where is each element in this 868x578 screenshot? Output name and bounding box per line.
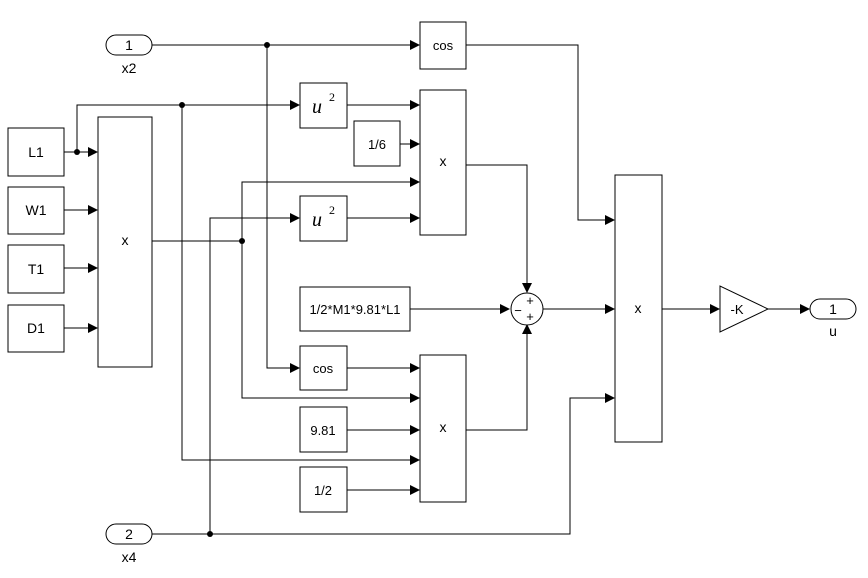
constant-one-sixth[interactable]: 1/6 (353, 120, 401, 167)
sum-sign-top: + (526, 293, 534, 308)
constant-gravity-term-label: 1/2*M1*9.81*L1 (309, 302, 400, 317)
square-1-base: u (312, 96, 322, 118)
product-2[interactable]: x (419, 354, 467, 503)
cos-lower[interactable]: cos (299, 345, 348, 391)
inport-x4-name: x4 (122, 549, 137, 565)
cos-top[interactable]: cos (419, 21, 467, 70)
outport-u-name: u (829, 323, 837, 339)
branch-points (74, 42, 270, 537)
wire-lwtd-to-square2 (209, 217, 290, 241)
constant-d1[interactable]: D1 (7, 304, 65, 353)
constant-l1[interactable]: L1 (7, 127, 65, 177)
signal-lines (64, 44, 800, 535)
inport-x2-name: x2 (122, 60, 137, 76)
square-1-exp: 2 (329, 90, 335, 104)
constant-g[interactable]: 9.81 (299, 406, 348, 453)
constant-half[interactable]: 1/2 (299, 466, 348, 513)
constant-d1-label: D1 (27, 320, 45, 336)
product-lwtd[interactable]: x (97, 116, 153, 368)
cos-lower-label: cos (313, 361, 334, 376)
constant-t1-label: T1 (28, 261, 45, 277)
wire-lwtd-up (241, 181, 410, 241)
product-main-label: x (635, 300, 642, 316)
product-main[interactable]: x (614, 174, 663, 443)
constant-half-label: 1/2 (314, 483, 332, 498)
cos-top-label: cos (433, 38, 454, 53)
gain-label: -K (731, 302, 744, 317)
sum-block[interactable]: + − + (510, 292, 544, 326)
wire-x2-branch-down (266, 45, 290, 369)
square-2-exp: 2 (329, 203, 335, 217)
inport-x4[interactable]: 2 x4 (105, 523, 153, 565)
constant-t1[interactable]: T1 (7, 244, 65, 294)
sum-sign-bottom: + (526, 309, 534, 324)
wire-product1-to-sum (466, 164, 528, 283)
wire-x4 (152, 397, 605, 535)
constant-gravity-term[interactable]: 1/2*M1*9.81*L1 (299, 286, 411, 332)
inport-x4-number: 2 (125, 526, 133, 542)
product-1[interactable]: x (419, 89, 467, 236)
wire-l1-branch-down (181, 105, 410, 461)
wire-l1-branch (76, 104, 290, 152)
constant-w1[interactable]: W1 (7, 186, 65, 235)
inport-x2[interactable]: 1 x2 (105, 34, 153, 76)
wire-cos-top-to-product-main (466, 44, 605, 221)
square-2-base: u (312, 209, 322, 231)
constant-one-sixth-label: 1/6 (368, 137, 386, 152)
constant-g-label: 9.81 (310, 423, 335, 438)
product-2-label: x (440, 419, 447, 435)
sum-sign-left: − (514, 303, 522, 318)
inport-x2-number: 1 (125, 37, 133, 53)
outport-u[interactable]: 1 u (809, 298, 857, 339)
constant-w1-label: W1 (26, 202, 47, 218)
product-1-label: x (440, 153, 447, 169)
outport-u-number: 1 (829, 301, 837, 317)
product-lwtd-label: x (122, 232, 129, 248)
square-2[interactable]: u 2 (299, 195, 348, 242)
arrowheads (88, 40, 810, 495)
wire-product2-to-sum (466, 334, 528, 431)
gain-block[interactable]: -K (719, 285, 770, 333)
constant-l1-label: L1 (28, 144, 44, 160)
wire-lwtd-down (241, 241, 410, 399)
square-1[interactable]: u 2 (299, 82, 348, 129)
